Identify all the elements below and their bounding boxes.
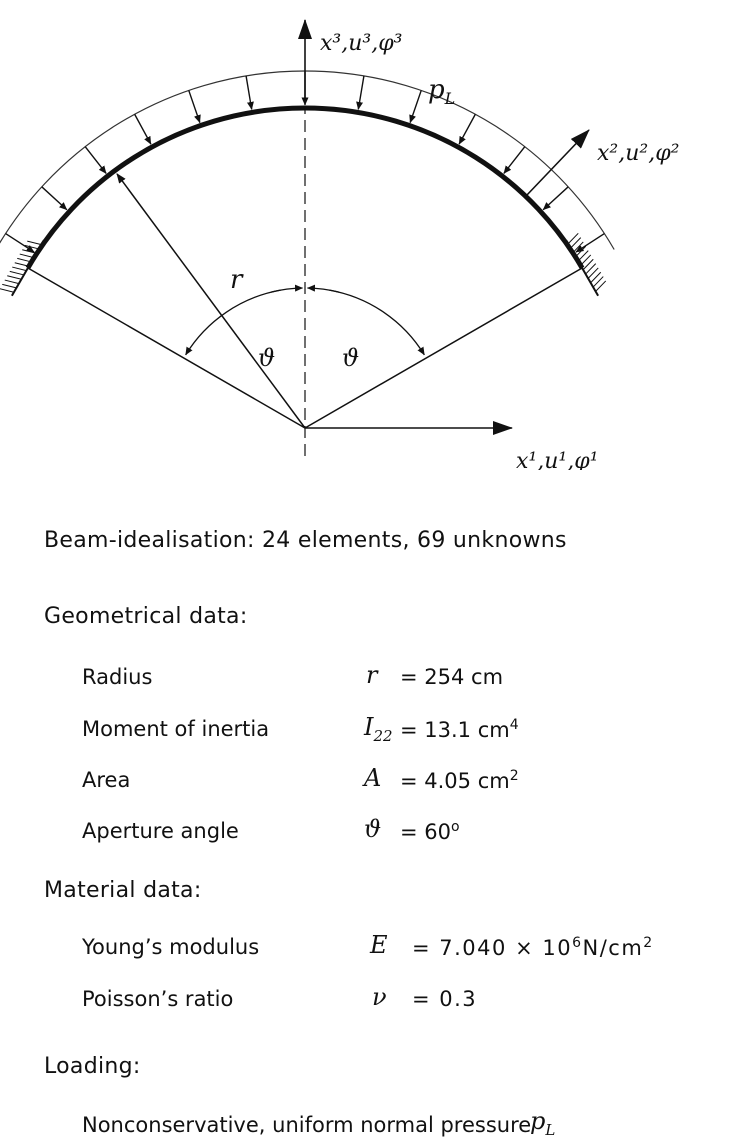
right-support-hatch — [570, 237, 582, 249]
pressure-arrow — [356, 75, 365, 110]
axis2-label: x²,u²,φ² — [597, 141, 679, 166]
pressure-arrow — [245, 75, 254, 110]
pressure-arrow — [134, 113, 152, 145]
loading-symbol: pL — [530, 1107, 556, 1139]
geom-symbol-aperture: ϑ — [364, 815, 382, 843]
axis-x2 — [525, 129, 590, 197]
geometry-heading: Geometrical data: — [44, 604, 248, 629]
right-support-hatch — [587, 267, 599, 279]
pressure-arrow — [5, 232, 35, 253]
angle-label-right: ϑ — [342, 344, 359, 372]
angle-arc-right-inner — [306, 284, 340, 293]
left-support-hatch — [0, 288, 14, 293]
right-support-hatch — [575, 245, 587, 258]
right-support-hatch — [577, 250, 589, 262]
pressure-arrow — [41, 186, 68, 211]
pressure-label: pL — [428, 75, 455, 108]
geom-label-aperture: Aperture angle — [82, 819, 239, 843]
material-heading: Material data: — [44, 878, 202, 903]
axis1-label: x¹,u¹,φ¹ — [516, 449, 598, 470]
right-support-hatch — [585, 263, 597, 275]
mat-symbol-young: E — [370, 931, 388, 959]
mat-value-young: = 7.040 × 106N/cm2 — [412, 935, 654, 960]
right-support-hatch — [595, 280, 607, 292]
pressure-arrow — [458, 113, 476, 145]
left-support-hatch — [24, 244, 39, 250]
axis3-label: x³,u³,φ³ — [320, 31, 402, 56]
geom-label-inertia: Moment of inertia — [82, 717, 270, 741]
left-support-hatch — [19, 253, 34, 259]
pressure-arrow — [542, 186, 569, 211]
left-support-hatch — [12, 266, 27, 272]
loading-heading: Loading: — [44, 1054, 141, 1079]
geom-symbol-radius: r — [366, 661, 378, 689]
mat-symbol-poisson: ν — [372, 983, 387, 1011]
radius-arrow — [116, 173, 306, 429]
left-support-hatch — [17, 257, 32, 263]
angle-label-left: ϑ — [258, 344, 275, 372]
mat-value-poisson: = 0.3 — [412, 987, 478, 1011]
arch-beam — [25, 105, 585, 270]
geom-symbol-inertia: I22 — [364, 713, 393, 745]
angle-arc-left-inner — [270, 284, 304, 293]
mat-label-young: Young’s modulus — [82, 935, 260, 959]
left-support-hatch — [9, 270, 24, 276]
left-support-hatch — [7, 275, 22, 280]
right-support-hatch — [580, 254, 592, 266]
radial-line-right — [304, 267, 583, 429]
angle-arc-left — [185, 289, 281, 356]
left-support-hatch — [4, 279, 19, 285]
pressure-arrow — [409, 90, 422, 124]
right-support-hatch — [582, 258, 594, 271]
right-support-hatch — [592, 276, 604, 288]
geom-label-radius: Radius — [82, 665, 153, 689]
pressure-arrow — [503, 146, 526, 174]
pressure-arrow — [575, 232, 605, 253]
geom-value-aperture: = 60o — [400, 819, 460, 844]
load-envelope — [0, 70, 615, 250]
right-support — [565, 239, 599, 297]
geom-label-area: Area — [82, 768, 131, 792]
pressure-arrow — [188, 90, 201, 124]
left-support — [11, 239, 45, 297]
pressure-arrow — [84, 146, 107, 174]
mat-label-poisson: Poisson’s ratio — [82, 987, 234, 1011]
left-support-hatch — [27, 240, 42, 246]
idealisation-text: Beam-idealisation: 24 elements, 69 unkno… — [44, 528, 567, 553]
geom-value-area: = 4.05 cm2 — [400, 768, 519, 793]
arch-diagram: pL x³,u³,φ³ x²,u²,φ² x¹,u¹,φ¹ r ϑ ϑ — [0, 19, 679, 470]
loading-text: Nonconservative, uniform normal pressure — [82, 1113, 532, 1137]
radius-label: r — [230, 265, 244, 295]
geom-value-radius: = 254 cm — [400, 665, 504, 689]
geom-value-inertia: = 13.1 cm4 — [400, 717, 519, 742]
geom-symbol-area: A — [364, 764, 382, 792]
radial-line-left — [27, 267, 306, 429]
left-support-hatch — [2, 283, 17, 289]
right-support-hatch — [590, 271, 602, 284]
angle-arc-right — [329, 289, 425, 356]
right-support-hatch — [572, 241, 584, 253]
left-support-hatch — [14, 262, 29, 267]
left-support-hatch — [22, 249, 37, 254]
right-support-hatch — [567, 232, 579, 245]
